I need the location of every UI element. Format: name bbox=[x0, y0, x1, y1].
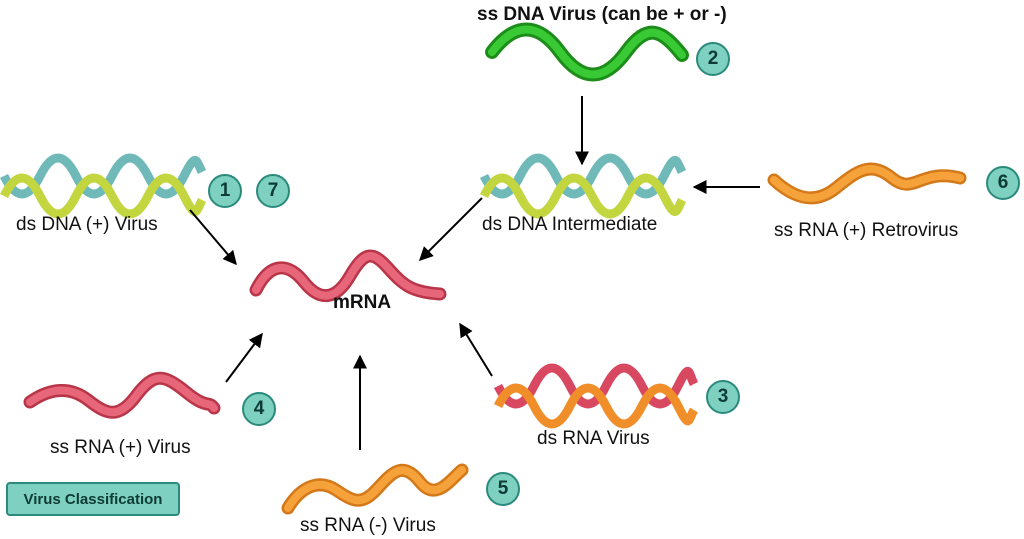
badge-4: 4 bbox=[242, 392, 276, 426]
ds-dna-helix-icon bbox=[0, 153, 207, 219]
ss-dna-strand-icon bbox=[485, 22, 689, 82]
ss-rna-minus-virus-label: ss RNA (-) Virus bbox=[300, 515, 436, 536]
ds-dna-intermediate-label: ds DNA Intermediate bbox=[482, 214, 658, 235]
arrow-ssrna-plus-to-mrna bbox=[225, 332, 263, 383]
ds-dna-plus-virus-label: ds DNA (+) Virus bbox=[16, 214, 158, 235]
badge-2: 2 bbox=[696, 42, 730, 76]
arrow-dsrna-to-mrna bbox=[459, 322, 493, 377]
badge-1: 1 bbox=[208, 174, 242, 208]
ds-rna-helix-icon bbox=[493, 363, 699, 429]
arrow-intermediate-to-mrna bbox=[419, 197, 483, 261]
ss-rna-plus-virus-label: ss RNA (+) Virus bbox=[50, 437, 191, 458]
arrow-dsdna-to-mrna bbox=[189, 209, 237, 266]
ss-dna-virus-label: ss DNA Virus (can be + or -) bbox=[477, 4, 727, 25]
ss-rna-plus-strand-icon bbox=[23, 371, 221, 419]
ss-rna-retrovirus-strand-icon bbox=[767, 162, 967, 205]
badge-6: 6 bbox=[986, 166, 1020, 200]
mrna-strand-icon bbox=[249, 249, 447, 303]
badge-5: 5 bbox=[486, 472, 520, 506]
ss-rna-minus-strand-icon bbox=[281, 463, 469, 515]
ds-rna-virus-label: ds RNA Virus bbox=[537, 428, 650, 449]
virus-classification-tag: Virus Classification bbox=[6, 482, 180, 516]
ds-dna-intermediate-helix-icon bbox=[479, 153, 687, 219]
badge-7: 7 bbox=[256, 174, 290, 208]
mrna-label: mRNA bbox=[333, 292, 392, 313]
ss-rna-plus-retrovirus-label: ss RNA (+) Retrovirus bbox=[774, 220, 959, 241]
badge-3: 3 bbox=[706, 380, 740, 414]
